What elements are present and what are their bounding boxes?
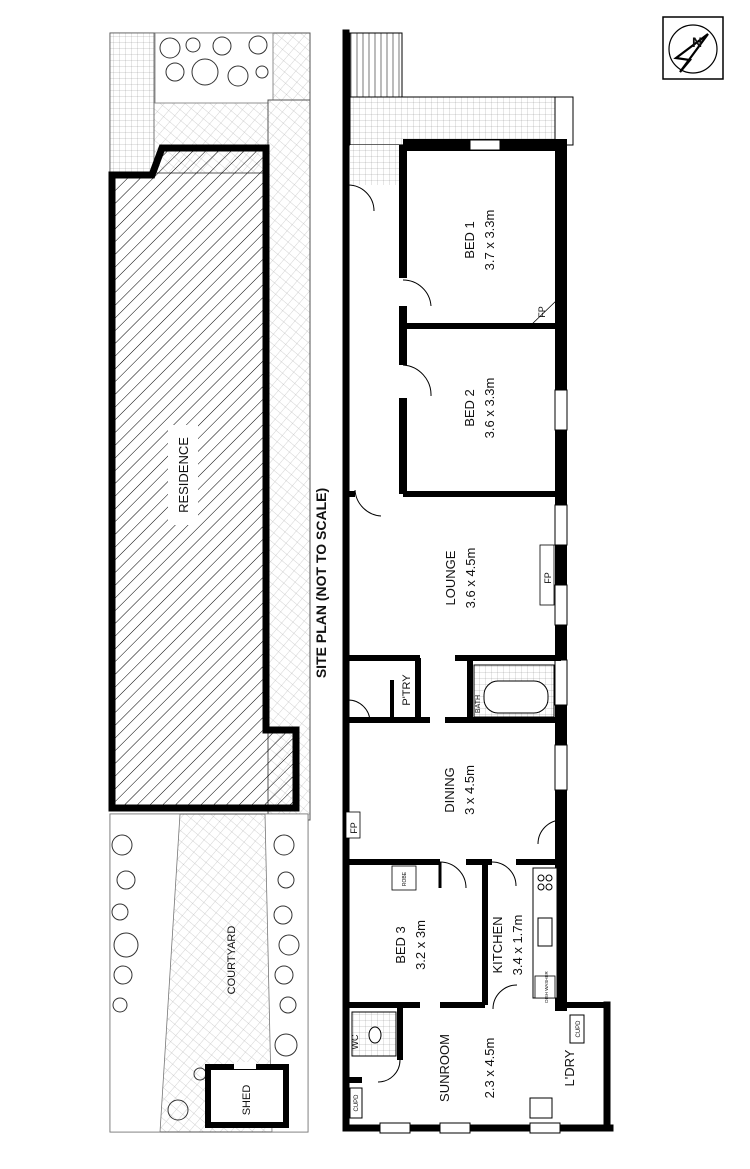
cupd-label-laundry: CUPD [576, 1020, 582, 1038]
bed1-fireplace [529, 299, 558, 327]
laundry-tub [529, 1097, 553, 1119]
wc-name: WC [350, 1034, 360, 1049]
compass-box [662, 16, 724, 80]
windows [379, 139, 568, 1134]
residence-label-box [168, 425, 198, 525]
compass-ring [668, 24, 718, 74]
dining-size: 3 x 4.5m [462, 765, 477, 815]
bath-name: BATH [475, 695, 482, 713]
verandah-end [554, 96, 574, 146]
pantry-name: P'TRY [401, 674, 413, 706]
bathtub [483, 680, 549, 714]
front-garden [154, 32, 274, 104]
site-plan-title: SITE PLAN (NOT TO SCALE) [313, 488, 329, 678]
front-verandah [349, 96, 556, 146]
lounge-size: 3.6 x 4.5m [463, 548, 478, 609]
fp-label-dining: FP [349, 822, 359, 834]
bed1-name: BED 1 [462, 221, 477, 259]
shed-door [234, 1062, 256, 1069]
sunroom-name: SUNROOM [437, 1034, 452, 1102]
entry-tiles [350, 145, 400, 185]
bed1-size: 3.7 x 3.3m [482, 210, 497, 271]
site-plan: RESIDENCE COURTYARD SHED [108, 32, 311, 1133]
kitchen-name: KITCHEN [490, 916, 505, 973]
toilet [368, 1026, 382, 1044]
front-path [109, 32, 155, 174]
laundry-name: L'DRY [562, 1049, 577, 1086]
robe-label: ROBE [402, 871, 408, 886]
dish-washer-label: DISH WASHER [544, 970, 549, 1002]
sunroom-cupboard [349, 1087, 363, 1119]
robe [391, 865, 417, 891]
fp-label-bed1: FP [537, 306, 547, 318]
bed2-size: 3.6 x 3.3m [482, 378, 497, 439]
door-swings [347, 184, 563, 1083]
bed3-size: 3.2 x 3m [413, 920, 428, 970]
compass: N [662, 16, 724, 80]
courtyard-label: COURTYARD [226, 926, 238, 995]
front-garden-plants [159, 35, 269, 87]
bed2-name: BED 2 [462, 389, 477, 427]
kitchen-size: 3.4 x 1.7m [510, 915, 525, 976]
room-labels: BED 1 3.7 x 3.3m BED 2 3.6 x 3.3m LOUNGE… [349, 210, 582, 1112]
shed-label: SHED [241, 1085, 253, 1116]
front-steps [349, 32, 403, 98]
dish-washer [534, 975, 556, 999]
courtyard-garden-right [264, 813, 309, 1133]
courtyard-garden-left [109, 813, 181, 1133]
laundry-cupboard [569, 1014, 585, 1044]
fp-label-lounge: FP [543, 572, 553, 584]
side-paving [267, 99, 311, 821]
bedroom-walls [346, 139, 561, 497]
lounge-name: LOUNGE [443, 550, 458, 605]
lounge-fireplace [539, 544, 555, 606]
dining-fireplace [345, 811, 361, 839]
cooktop [537, 874, 553, 891]
bed3-name: BED 3 [393, 926, 408, 964]
north-arrow-icon [673, 33, 709, 73]
residence-footprint [108, 144, 300, 812]
compass-north-label: N [692, 34, 702, 50]
dining-name: DINING [442, 767, 457, 813]
floor-plan [342, 29, 614, 1134]
sunroom-size: 2.3 x 4.5m [482, 1038, 497, 1099]
shed [205, 1064, 289, 1128]
cupd-label-sunroom: CUPD [354, 1094, 360, 1112]
interior-walls [346, 655, 561, 1083]
residence-label: RESIDENCE [176, 437, 191, 513]
outer-walls [342, 29, 614, 1132]
kitchen-sink [537, 917, 553, 947]
